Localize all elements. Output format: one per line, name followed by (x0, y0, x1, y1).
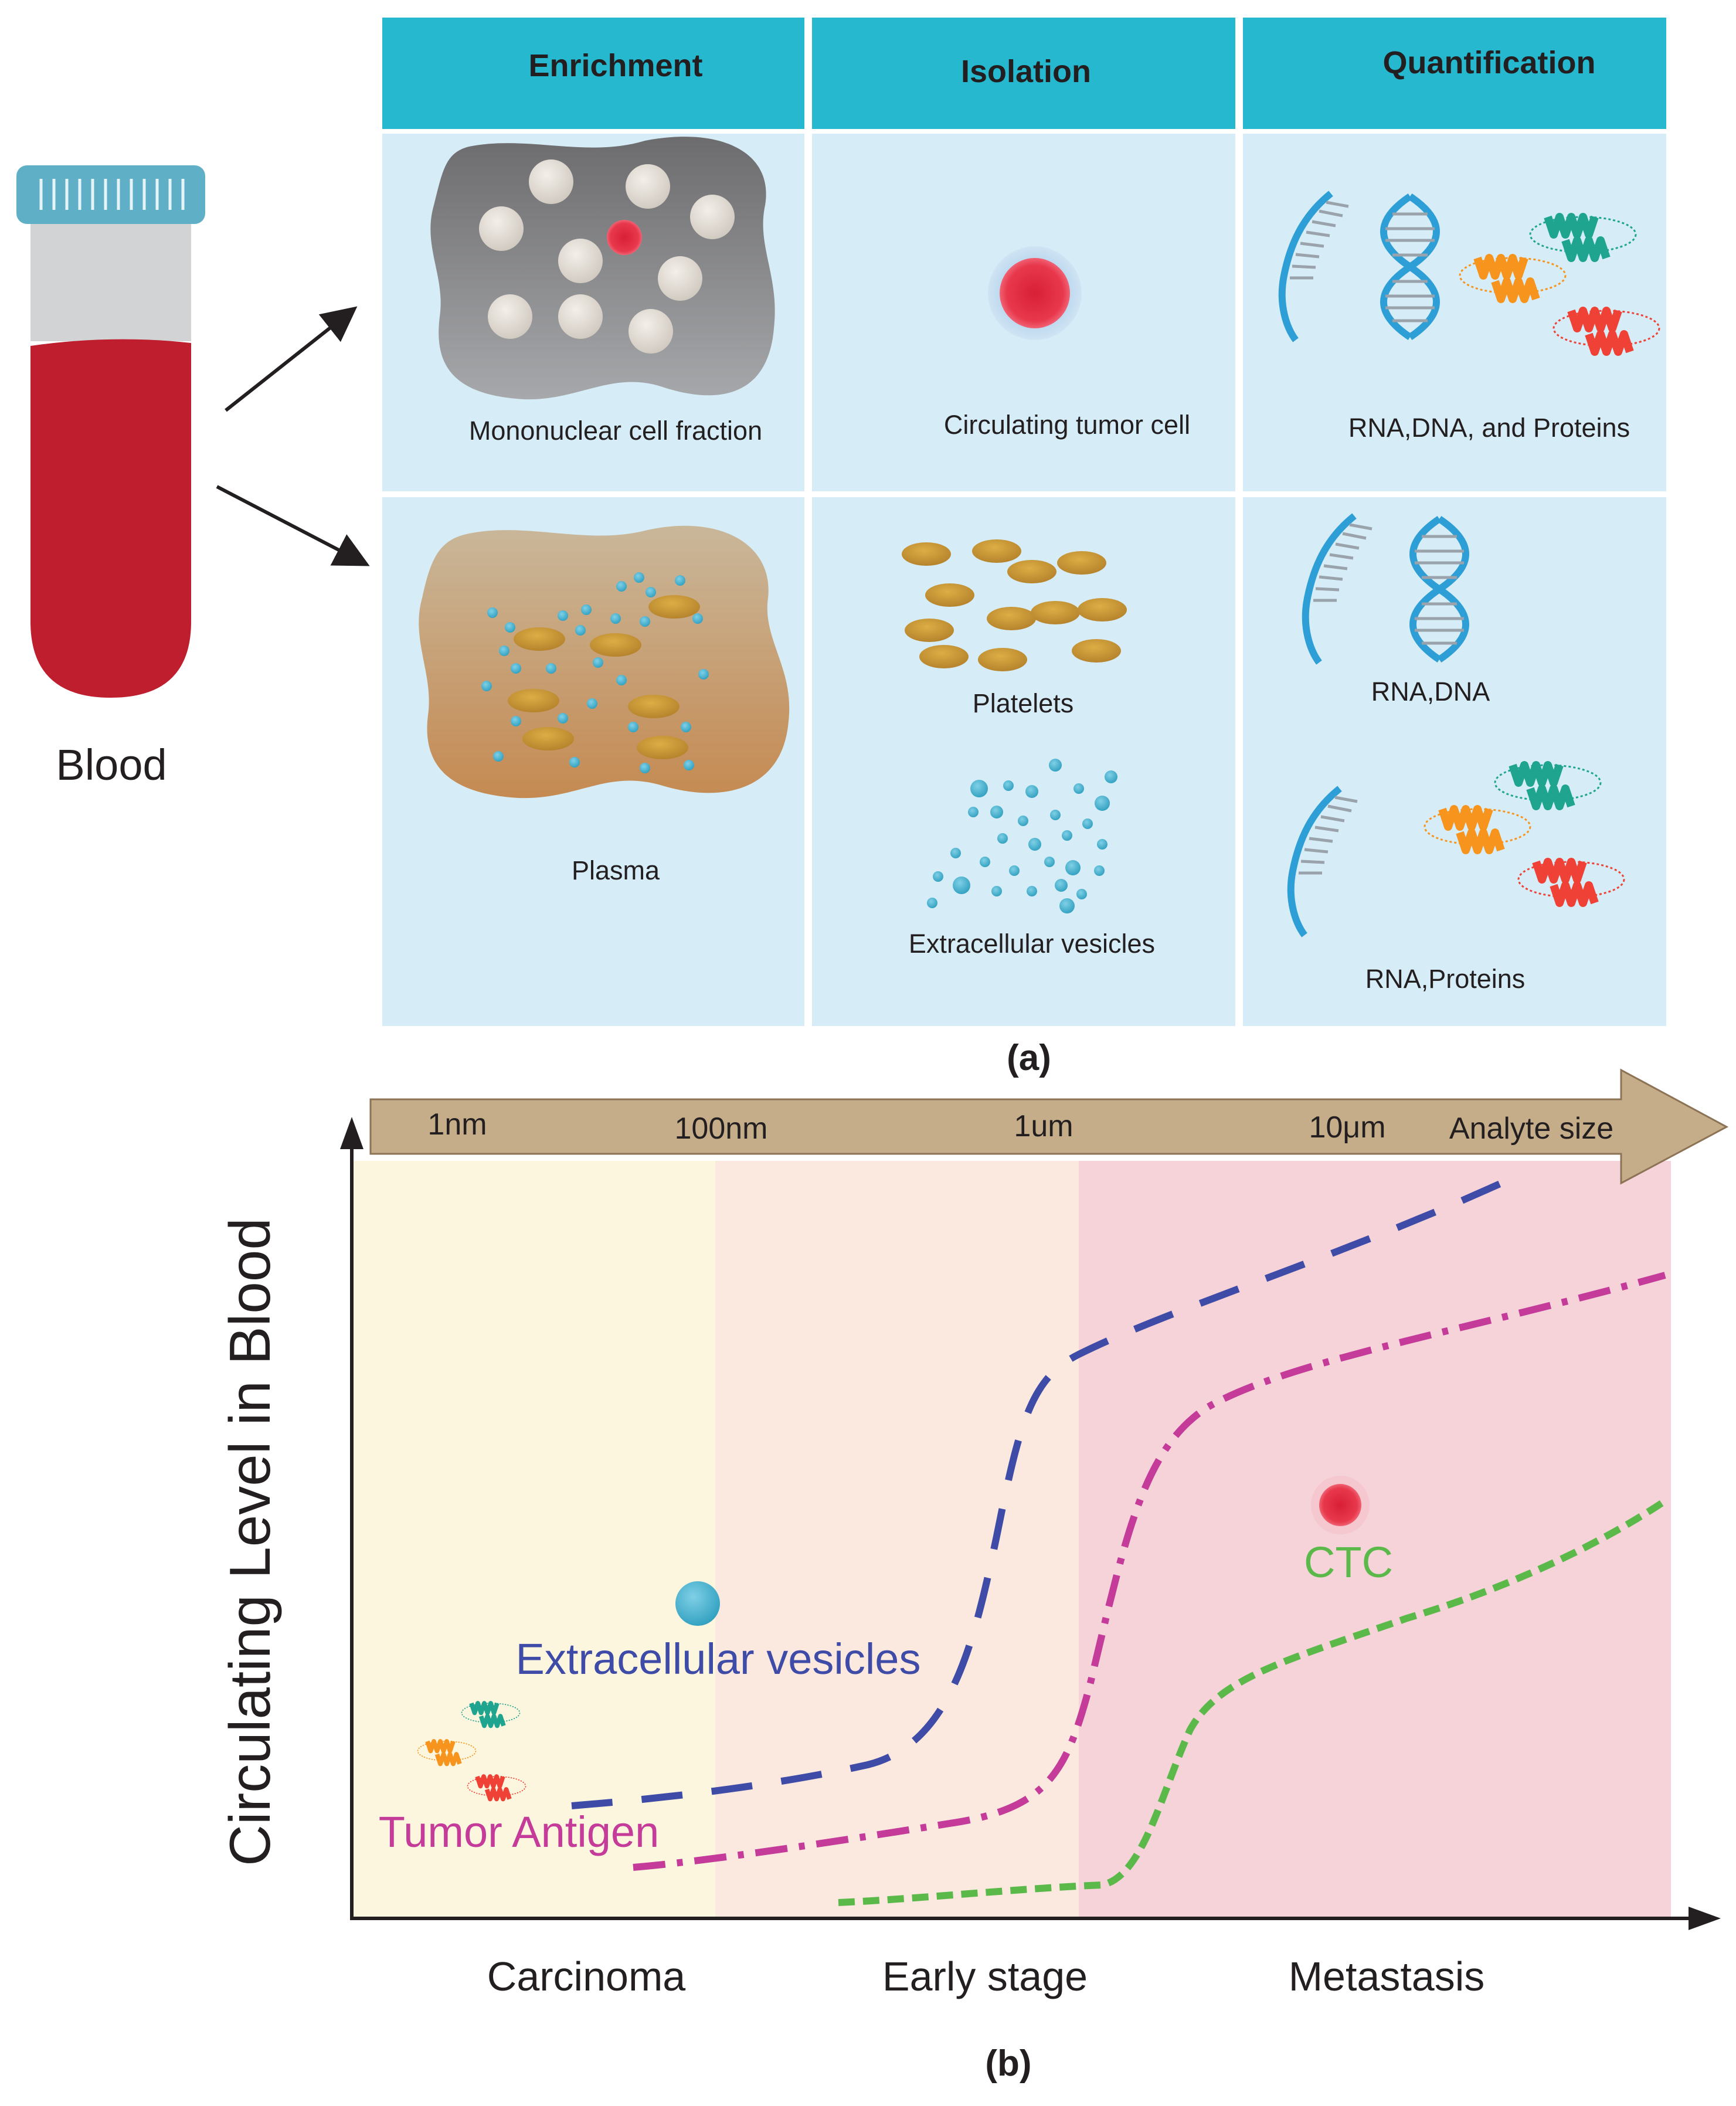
y-axis-arrowhead (340, 1117, 363, 1149)
analyte-size-label: Analyte size (1449, 1112, 1613, 1146)
rna-dna-proteins-label: RNA,DNA, and Proteins (1348, 413, 1630, 443)
mononuclear-illustration: Mononuclear cell fraction (430, 137, 775, 446)
quant-bottom-illustration: RNA,DNA RNA,Proteins (1291, 516, 1624, 994)
panel-a-label: (a) (1007, 1038, 1051, 1078)
platelets-illustration (902, 539, 1127, 671)
header-isolation (812, 18, 1235, 129)
header-quantification-label: Quantification (1383, 45, 1596, 80)
size-tick-1nm: 1nm (427, 1108, 487, 1142)
y-axis-label: Circulating Level in Blood (218, 1218, 282, 1866)
plasma-label: Plasma (572, 855, 660, 885)
size-tick-1um: 1um (1014, 1109, 1073, 1143)
ctc-cell (1000, 258, 1070, 328)
ctc-in-fraction (607, 220, 642, 255)
header-enrichment-label: Enrichment (528, 48, 702, 83)
stage-early: Early stage (882, 1954, 1088, 1999)
ctc-label: Circulating tumor cell (944, 410, 1190, 440)
header-quantification (1243, 18, 1666, 129)
x-axis-arrowhead (1689, 1907, 1721, 1930)
curve-extracellular-vesicles (571, 1169, 1526, 1809)
arrow-to-bottom-row (216, 485, 370, 566)
quant-top-illustration: RNA,DNA, and Proteins (1282, 193, 1659, 443)
vesicles-label: Extracellular vesicles (909, 929, 1155, 959)
extracellular-vesicles-annotation: Extracellular vesicles (516, 1635, 921, 1683)
zone-carcinoma (352, 1161, 715, 1917)
mononuclear-label: Mononuclear cell fraction (469, 416, 762, 446)
tumor-antigen-annotation: Tumor Antigen (379, 1808, 660, 1856)
bead-cells (479, 159, 735, 354)
size-tick-10um: 10μm (1309, 1110, 1385, 1144)
ctc-illustration: Circulating tumor cell (944, 246, 1190, 440)
zone-metastasis (1079, 1161, 1671, 1917)
tube-cap-ridges (39, 179, 185, 210)
header-enrichment (382, 18, 804, 129)
platelets-label: Platelets (973, 688, 1074, 718)
plasma-blob (419, 525, 790, 799)
zone-early-stage (715, 1161, 1079, 1917)
rna-dna-label: RNA,DNA (1371, 677, 1490, 706)
extracellular-vesicle-dot (675, 1581, 720, 1626)
mononuclear-blob (430, 137, 775, 400)
tube-cap (16, 165, 205, 224)
vesicles-illustration (927, 759, 1117, 913)
panel-b-label: (b) (985, 2043, 1031, 2084)
plasma-illustration: Plasma (419, 525, 790, 885)
cell-platelets-vesicles (812, 497, 1235, 1026)
stage-metastasis: Metastasis (1289, 1954, 1485, 1999)
rna-proteins-label: RNA,Proteins (1365, 964, 1526, 994)
analyte-size-arrow (369, 1068, 1729, 1185)
curve-tumor-antigen (633, 1272, 1666, 1871)
panel-a: Blood Enrichment Isolation Quantificatio… (16, 18, 1666, 1078)
tube-blood (30, 339, 191, 698)
header-isolation-label: Isolation (961, 54, 1091, 89)
panel-b: 1nm 100nm 1um 10μm Analyte size Circulat… (218, 1068, 1729, 2084)
blood-tube: Blood (16, 165, 205, 789)
size-tick-100nm: 100nm (675, 1112, 768, 1146)
plasma-vesicles (481, 572, 709, 773)
tube-neck (30, 224, 191, 341)
stage-carcinoma: Carcinoma (487, 1954, 686, 1999)
plasma-platelets (508, 595, 700, 759)
curve-ctc (838, 1498, 1667, 1906)
blood-label: Blood (56, 741, 167, 789)
ctc-cell-b (1319, 1484, 1361, 1526)
ctc-annotation: CTC (1304, 1538, 1393, 1587)
arrow-to-top-row (225, 306, 358, 412)
